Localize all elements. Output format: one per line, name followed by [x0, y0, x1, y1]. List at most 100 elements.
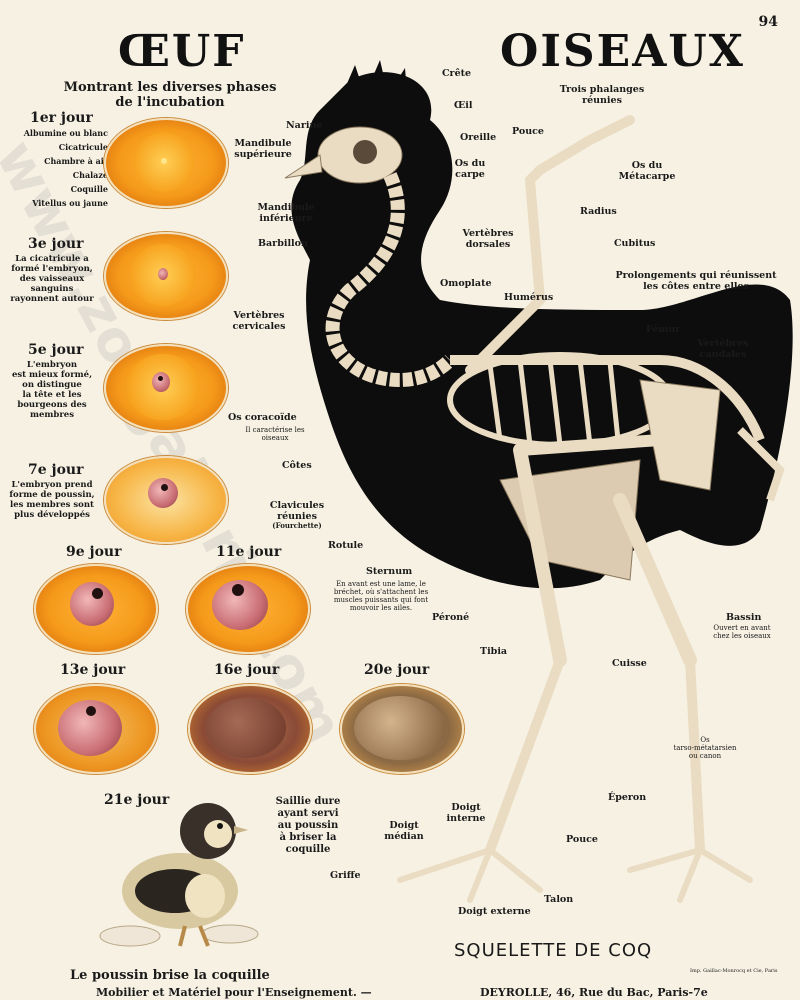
label-rotule: Rotule — [328, 540, 364, 551]
day-3-line: formé l'embryon, — [11, 264, 93, 274]
toe — [487, 847, 543, 893]
shell-fragment — [99, 925, 161, 947]
rib — [577, 359, 593, 446]
egg-subtitle-line-1: Montrant les diverses phases — [63, 80, 277, 95]
label-line: tarso-métatarsien — [673, 744, 737, 752]
day-5-line: membres — [29, 410, 74, 420]
label-trois-phalanges: Trois phalanges réunies — [552, 84, 652, 106]
label-chambre-air: Chambre à air — [44, 156, 108, 166]
label-line: Mandibule — [234, 138, 292, 149]
label-clavicules: Clavicules réunies (Fourchette) — [262, 500, 332, 530]
label-line: mouvoir les ailes. — [349, 604, 413, 612]
day-3-line: rayonnent autour — [10, 294, 94, 304]
label-line: cervicales — [232, 321, 286, 332]
toe — [697, 847, 753, 883]
day-3-line: sanguins — [30, 284, 74, 294]
label-oreille: Oreille — [460, 132, 497, 143]
day-21-line: Saillie dure — [275, 796, 341, 807]
tibia-bone — [513, 443, 567, 667]
label-vertebres-dorsales: Vertèbres dorsales — [456, 228, 520, 250]
label-vertebres-cervicales: Vertèbres cervicales — [226, 310, 292, 332]
pelvis-bone — [639, 379, 721, 491]
label-vitellus: Vitellus ou jaune — [32, 198, 108, 208]
egg-day-1 — [104, 118, 228, 208]
day-7-line: les membres sont — [10, 500, 94, 510]
day-9-label: 9e jour — [66, 544, 122, 560]
day-21-label: 21e jour — [104, 792, 170, 808]
rib — [547, 359, 563, 446]
toe — [467, 847, 493, 903]
day-11-label: 11e jour — [216, 544, 282, 560]
day-5-line: on distingue — [22, 380, 82, 390]
label-line: médian — [384, 831, 424, 842]
label-line: chez les oiseaux — [713, 632, 771, 640]
embryo — [70, 582, 114, 626]
label-tibia: Tibia — [480, 646, 508, 657]
label-line: Os du — [454, 158, 486, 169]
label-talon: Talon — [544, 894, 574, 905]
label-line: muscles puissants qui font — [333, 596, 429, 604]
label-os-tarso: Os tarso-métatarsien ou canon — [660, 736, 750, 760]
label-line: Os du — [631, 160, 663, 171]
shell-fragment — [201, 924, 259, 944]
egg-day-20 — [340, 684, 464, 774]
label-line: Vertèbres — [697, 338, 749, 349]
label-line: bréchet, où s'attachent les — [333, 588, 429, 596]
day-21-line: à briser la coquille — [279, 832, 337, 855]
day-5-line: la tête et les — [22, 390, 82, 400]
label-cicatricule: Cicatricule — [58, 142, 108, 152]
label-line: Il caractérise les — [245, 426, 305, 434]
label-line: Os — [700, 736, 710, 744]
label-line: Trois phalanges — [559, 84, 645, 95]
skeleton-caption: SQUELETTE DE COQ — [454, 940, 653, 961]
day-5-label: 5e jour — [28, 342, 84, 358]
day-5-line: est mieux formé, — [11, 370, 93, 380]
wing-bones — [465, 115, 635, 375]
label-os-carpe: Os du carpe — [450, 158, 490, 180]
label-cubitus: Cubitus — [614, 238, 656, 249]
beak — [284, 154, 323, 179]
egg-day-11 — [186, 564, 310, 654]
label-line: les côtes entre elles — [643, 281, 749, 292]
day-1-label: 1er jour — [30, 110, 93, 126]
label-line: réunies — [582, 95, 622, 106]
day-21-line: au poussin — [277, 820, 339, 831]
label-vertebres-caudales: Vertèbres caudales — [688, 338, 758, 360]
day-7-text: L'embryon prend forme de poussin, les me… — [4, 480, 100, 520]
embryo-eye — [232, 584, 244, 596]
label-line: Clavicules — [269, 500, 325, 511]
embryo — [354, 696, 446, 760]
embryo — [158, 268, 168, 280]
rooster-wattle — [310, 202, 350, 258]
label-line: dorsales — [465, 239, 511, 250]
label-line: inférieure — [259, 213, 313, 224]
label-doigt-interne: Doigt interne — [440, 802, 492, 824]
chick-leg — [178, 925, 187, 947]
label-line: En avant est une lame, le — [336, 580, 426, 588]
rib — [517, 359, 533, 446]
toe — [627, 847, 703, 873]
label-line: Vertèbres — [462, 228, 514, 239]
tarsometatarsus-bone — [485, 655, 565, 855]
day-13-label: 13e jour — [60, 662, 126, 678]
embryo-eye — [86, 706, 96, 716]
printer-note: Imp. Gaillac-Monrocq et Cie, Paris — [690, 968, 778, 974]
label-line: réunies — [277, 511, 317, 522]
dorsal-vertebrae — [450, 355, 765, 442]
chick-caption: Le poussin brise la coquille — [70, 968, 270, 983]
label-coracoide-note: Il caractérise les oiseaux — [240, 426, 310, 442]
egg-day-9 — [34, 564, 158, 654]
femur-bone — [514, 434, 666, 456]
rib — [607, 361, 621, 441]
embryo-eye — [92, 588, 103, 599]
day-3-label: 3e jour — [28, 236, 84, 252]
bird-title: OISEAUX — [500, 26, 745, 77]
day-16-label: 16e jour — [214, 662, 280, 678]
tarsometatarsus-bone-right — [685, 655, 705, 855]
label-line: supérieure — [234, 149, 292, 160]
label-radius: Radius — [580, 206, 617, 217]
label-pouce-pied: Pouce — [566, 834, 598, 845]
day-3-text: La cicatricule a formé l'embryon, des va… — [6, 254, 98, 304]
day-5-text: L'embryon est mieux formé, on distingue … — [6, 360, 98, 420]
day-5-line: bourgeons des — [17, 400, 87, 410]
